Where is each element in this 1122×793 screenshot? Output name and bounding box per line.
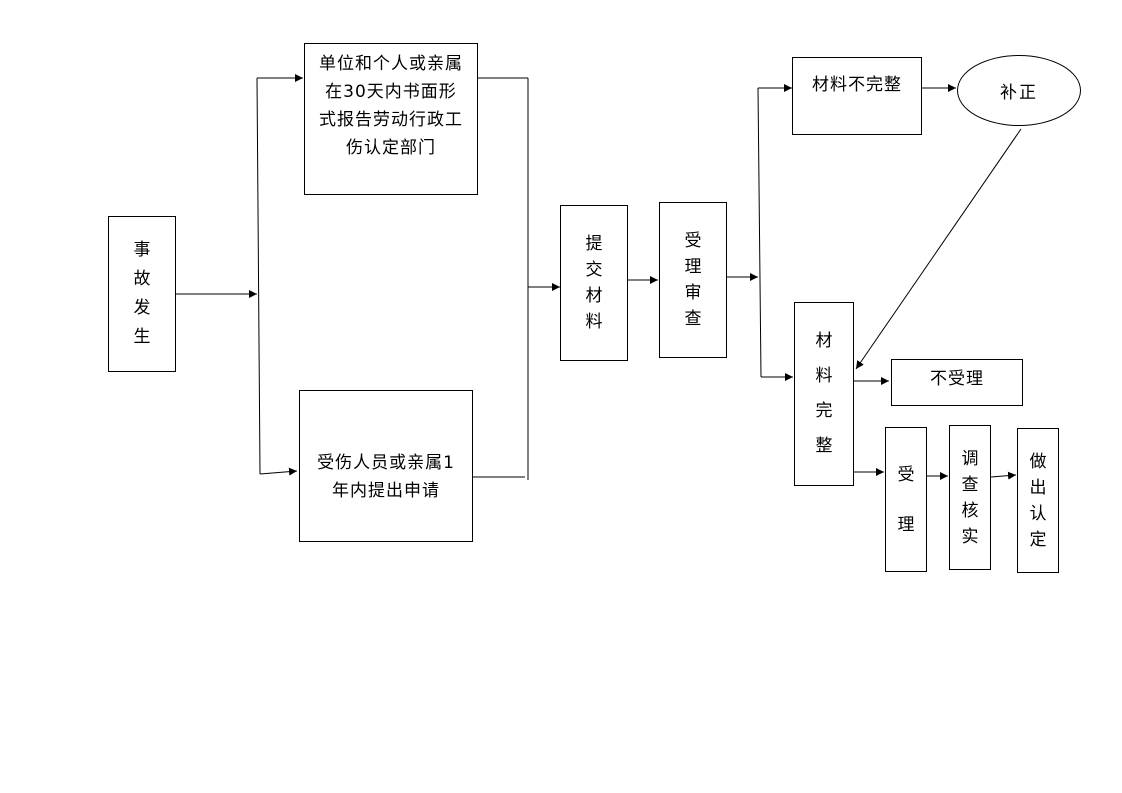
- node-char: 受: [897, 464, 915, 485]
- arrow-to-injured-apply: [259, 467, 298, 476]
- node-char: 调: [961, 448, 979, 469]
- node-char: 提: [585, 234, 603, 254]
- node-reject: 不受理: [891, 359, 1023, 406]
- branch-vertical-line: [757, 87, 762, 378]
- node-injured-apply: 受伤人员或亲属1年内提出申请: [299, 390, 473, 542]
- split-vertical-line: [256, 77, 261, 475]
- node-char: 核: [961, 500, 979, 521]
- node-unit-report: 单位和个人或亲属在30天内书面形式报告劳动行政工伤认定部门: [304, 43, 478, 195]
- node-char: 受: [684, 231, 702, 251]
- node-char: 定: [1029, 529, 1047, 550]
- node-complete: 材料完整: [794, 302, 854, 486]
- node-accept: 受理: [885, 427, 927, 572]
- arrow-supplement-to-complete: [855, 128, 1022, 370]
- node-char: 理: [684, 257, 702, 277]
- node-supplement: 补正: [957, 55, 1081, 126]
- node-incomplete: 材料不完整: [792, 57, 922, 135]
- node-char: 故: [133, 269, 151, 289]
- arrow-verify-to-decide: [990, 471, 1017, 480]
- node-char: 出: [1029, 477, 1047, 498]
- node-char: 查: [961, 474, 979, 495]
- node-char: 发: [133, 298, 151, 318]
- node-char: 材: [815, 331, 833, 351]
- node-review: 受理审查: [659, 202, 727, 358]
- node-char: 认: [1029, 503, 1047, 524]
- node-decide: 做出认定: [1017, 428, 1059, 573]
- node-char: 整: [815, 436, 833, 456]
- node-char: 交: [585, 260, 603, 280]
- node-char: 事: [133, 240, 151, 260]
- node-verify: 调查核实: [949, 425, 991, 570]
- node-char: 实: [961, 526, 979, 547]
- node-char: 料: [815, 366, 833, 386]
- node-char: 生: [133, 327, 151, 347]
- node-char: 审: [684, 283, 702, 303]
- node-char: 完: [815, 401, 833, 421]
- node-accident: 事故发生: [108, 216, 176, 372]
- node-submit: 提交材料: [560, 205, 628, 361]
- node-char: 做: [1029, 451, 1047, 472]
- node-char: 查: [684, 309, 702, 329]
- node-char: 理: [897, 514, 915, 535]
- node-char: 料: [585, 312, 603, 332]
- node-char: 材: [585, 286, 603, 306]
